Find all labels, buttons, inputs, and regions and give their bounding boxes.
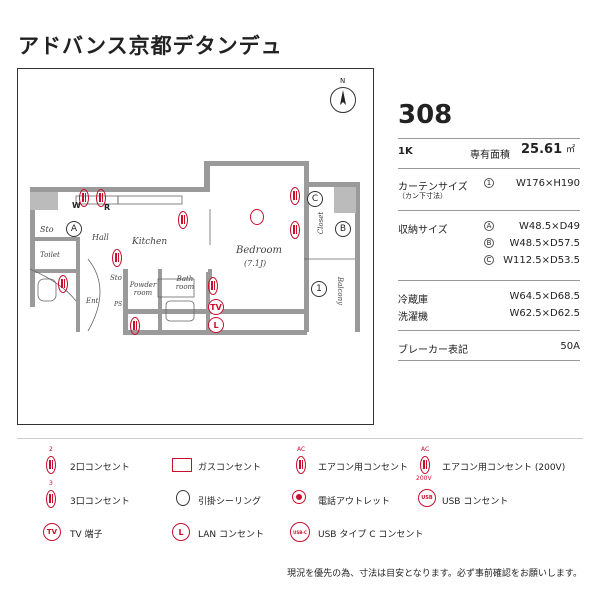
fridge-marker: R: [104, 203, 111, 212]
fridge-value: W64.5×D68.5: [509, 291, 581, 302]
outlet-icon: [112, 249, 122, 267]
three-outlet-symbol: 3: [49, 480, 53, 487]
divider: [398, 210, 580, 211]
floorplan-walls: [29, 161, 360, 335]
room-label-ent: Ent: [86, 297, 99, 305]
curtain-label: カーテンサイズ: [398, 182, 468, 193]
north-compass: [330, 87, 356, 113]
room-label-closet: Closet: [317, 211, 326, 235]
legend-gas: ガスコンセント: [198, 463, 262, 473]
usb-outlet-icon: USB: [418, 489, 436, 507]
storage-c-value: W112.5×D53.5: [503, 255, 580, 266]
ceiling-hook-icon: [250, 209, 264, 225]
room-label-powder: Powder room: [129, 281, 157, 297]
room-label-sto-2: Sto: [110, 274, 122, 282]
legend-ceiling: 引掛シーリング: [198, 497, 262, 507]
storage-c-marker: C: [484, 255, 494, 265]
room-number: 308: [398, 100, 453, 130]
storage-marker-c: C: [307, 191, 323, 207]
room-label-hall: Hall: [92, 233, 109, 242]
storage-b-marker: B: [484, 238, 494, 248]
storage-b-value: W48.5×D57.5: [509, 238, 581, 249]
outlet-icon: [96, 189, 106, 207]
legend-divider: [17, 438, 583, 439]
room-label-bedroom: Bedroom: [236, 245, 282, 256]
outlet-icon: [79, 189, 89, 207]
ac-200v-outlet-icon: [420, 456, 430, 474]
legend-usb: USB コンセント: [442, 497, 509, 507]
washer-value: W62.5×D62.5: [509, 308, 581, 319]
outlet-icon: [290, 187, 300, 205]
room-label-balcony: Balcony: [336, 276, 345, 306]
area-value: 25.61: [521, 142, 563, 157]
divider: [398, 280, 580, 281]
outlet-icon: [208, 277, 218, 295]
property-title: アドバンス京都デタンデュ: [18, 34, 283, 58]
legend-ac: エアコン用コンセント: [318, 463, 409, 473]
two-outlet-symbol: 2: [49, 446, 53, 453]
fridge-label: 冷蔵庫: [398, 295, 428, 306]
disclaimer-footnote: 現況を優先の為、寸法は目安となります。必ず事前確認をお願いします。: [287, 569, 582, 579]
tv-outlet-icon: TV: [43, 523, 61, 541]
room-label-bath: Bath room: [175, 275, 195, 291]
legend-tv: TV 端子: [70, 530, 103, 540]
ac-outlet-icon: [290, 221, 300, 239]
room-label-kitchen: Kitchen: [132, 237, 168, 247]
washer-marker: W: [72, 201, 81, 210]
legend-two-outlet: 2口コンセント: [70, 463, 130, 473]
layout-type: 1K: [398, 146, 413, 157]
storage-label: 収納サイズ: [398, 225, 448, 236]
area-unit: ㎡: [566, 145, 576, 155]
usb-c-outlet-icon: USB-C: [290, 522, 310, 542]
ceiling-hook-icon: [176, 490, 190, 506]
room-label-sto: Sto: [40, 225, 54, 234]
washer-label: 洗濯機: [398, 312, 428, 323]
ac-outlet-symbol: AC: [297, 446, 306, 453]
ac-outlet-icon: [296, 456, 306, 474]
lan-outlet-icon: L: [172, 523, 190, 541]
divider: [398, 138, 580, 139]
three-outlet-icon: [46, 490, 56, 508]
compass-arrow-icon: [340, 90, 346, 105]
legend-three-outlet: 3口コンセント: [70, 497, 130, 507]
breaker-label: ブレーカー表記: [398, 345, 468, 356]
storage-a-marker: A: [484, 221, 494, 231]
outlet-icon: [130, 317, 140, 335]
curtain-marker-1: 1: [311, 281, 327, 297]
breaker-value: 50A: [560, 341, 580, 352]
room-label-toilet: Toilet: [40, 251, 60, 259]
storage-a-value: W48.5×D49: [519, 221, 580, 232]
legend-lan: LAN コンセント: [198, 530, 264, 540]
legend-ac-200v: エアコン用コンセント (200V): [442, 463, 566, 473]
tv-outlet-icon: TV: [208, 299, 224, 315]
divider: [398, 360, 580, 361]
outlet-icon: [58, 275, 68, 293]
storage-marker-b: B: [335, 221, 351, 237]
two-outlet-icon: [46, 456, 56, 474]
legend-phone: 電話アウトレット: [318, 497, 391, 507]
legend-usb-c: USB タイプ C コンセント: [318, 530, 424, 540]
ac-200v-outlet-symbol: AC: [421, 446, 430, 453]
curtain-value: W176×H190: [516, 178, 580, 189]
ac-200v-voltage: 200V: [416, 475, 432, 482]
outlet-icon: [178, 211, 188, 229]
curtain-sublabel: （カン下寸法）: [398, 192, 447, 200]
divider: [398, 168, 580, 169]
room-size-bedroom: (7.1J): [244, 259, 267, 268]
curtain-marker: 1: [484, 178, 494, 188]
lan-outlet-icon: L: [208, 317, 224, 333]
phone-outlet-icon: [292, 490, 306, 504]
compass-label: N: [340, 77, 346, 85]
divider: [398, 330, 580, 331]
room-label-ps: PS: [114, 301, 123, 308]
storage-marker-a: A: [66, 221, 82, 237]
gas-outlet-icon: [172, 458, 192, 472]
area-label: 専有面積: [470, 150, 510, 161]
floorplan-frame: N Sto Hall Kitchen Bedroom (7.1J) Toilet…: [17, 68, 374, 425]
